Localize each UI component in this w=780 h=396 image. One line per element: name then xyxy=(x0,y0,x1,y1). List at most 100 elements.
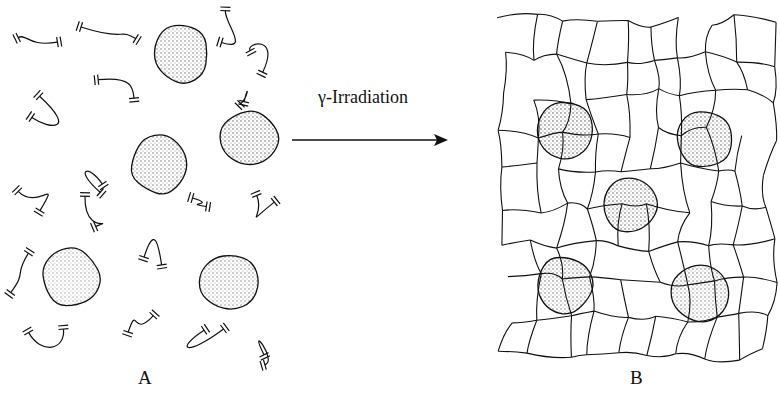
network-strand xyxy=(681,127,706,135)
vinyl-marker xyxy=(209,202,211,212)
network-strand xyxy=(497,14,537,18)
network-strand xyxy=(621,137,630,171)
vinyl-marker xyxy=(220,6,230,8)
vinyl-marker xyxy=(239,100,249,102)
network-strand xyxy=(594,311,629,317)
network-strand xyxy=(587,209,596,241)
network-strand xyxy=(678,242,709,246)
network-strand xyxy=(688,281,715,285)
vinyl-marker xyxy=(98,75,99,85)
network-strand xyxy=(733,206,742,245)
vinyl-marker xyxy=(58,325,68,327)
particle xyxy=(131,135,186,194)
vinyl-marker xyxy=(260,361,263,371)
network-strand xyxy=(508,274,541,277)
network-strand xyxy=(557,203,568,248)
vinyl-marker xyxy=(100,184,108,190)
network-strand xyxy=(712,15,734,26)
network-strand xyxy=(512,320,537,323)
particle xyxy=(199,256,258,310)
polymer-chain xyxy=(18,37,57,44)
polymer-chain xyxy=(250,44,268,72)
particle-outline xyxy=(671,265,729,322)
polymer-chain xyxy=(193,198,207,207)
network-strand xyxy=(775,22,776,67)
network-strand xyxy=(587,62,628,64)
network-strand xyxy=(563,20,598,22)
network-strand xyxy=(688,317,717,322)
network-strand xyxy=(590,241,597,277)
network-strand xyxy=(627,95,630,138)
vinyl-marker xyxy=(260,353,269,357)
network-strand xyxy=(498,130,502,167)
network-strand xyxy=(538,14,563,21)
network-strand xyxy=(557,241,597,249)
network-strand xyxy=(677,58,680,96)
network-strand xyxy=(762,175,765,207)
network-strand xyxy=(585,63,587,100)
crosslinked-network xyxy=(497,14,777,362)
network-strand xyxy=(676,353,705,359)
network-strand xyxy=(705,359,740,362)
network-strand xyxy=(621,169,650,172)
network-strand xyxy=(628,21,629,63)
network-strand xyxy=(527,353,571,358)
network-strand xyxy=(568,203,588,209)
vinyl-marker xyxy=(152,310,160,317)
network-strand xyxy=(709,244,734,246)
network-strand xyxy=(646,204,689,213)
network-strand xyxy=(768,283,777,316)
vinyl-marker xyxy=(188,192,191,202)
network-strand xyxy=(629,316,656,319)
network-strand xyxy=(530,240,541,274)
network-strand xyxy=(706,127,718,171)
network-strand xyxy=(527,320,537,353)
vinyl-marker xyxy=(122,334,132,337)
particle-stipple xyxy=(131,135,186,194)
vinyl-marker xyxy=(94,222,98,231)
polymer-chain xyxy=(222,11,236,45)
network-strand xyxy=(659,89,680,96)
network-strand xyxy=(734,15,737,62)
network-strand xyxy=(677,52,705,58)
vinyl-marker xyxy=(34,211,43,216)
network-strand xyxy=(502,240,530,245)
network-strand xyxy=(587,204,622,209)
network-strand xyxy=(537,163,541,213)
network-strand xyxy=(621,280,661,283)
network-strand xyxy=(619,317,629,352)
network-strand xyxy=(773,103,776,141)
particle-stipple xyxy=(538,257,593,313)
network-strand xyxy=(688,285,690,322)
particle-stipple xyxy=(677,112,731,167)
network-strand xyxy=(598,134,630,138)
network-strand xyxy=(657,89,659,128)
vinyl-marker xyxy=(206,202,208,212)
panel-label: A xyxy=(138,368,152,389)
network-strand xyxy=(705,317,718,359)
network-strand xyxy=(659,128,682,136)
network-strand xyxy=(660,282,688,286)
vinyl-marker xyxy=(258,70,267,74)
particle xyxy=(220,111,279,164)
network-strand xyxy=(627,89,659,95)
vinyl-marker xyxy=(80,192,90,193)
vinyl-marker xyxy=(60,37,62,47)
particle-stipple xyxy=(43,248,100,306)
vinyl-marker xyxy=(251,190,260,194)
vinyl-marker xyxy=(129,101,139,102)
network-strand xyxy=(596,241,618,246)
network-strand xyxy=(590,277,621,280)
network-strand xyxy=(649,242,678,252)
network-strand xyxy=(719,170,735,171)
vinyl-marker xyxy=(26,248,35,253)
network-strand xyxy=(733,239,775,245)
particle-outline xyxy=(220,111,279,164)
network-strand xyxy=(537,274,542,321)
particle-outline xyxy=(538,257,593,313)
vinyl-marker xyxy=(264,360,267,370)
network-strand xyxy=(618,246,649,252)
network-strand xyxy=(557,54,571,104)
network-strand xyxy=(715,277,744,281)
network-strand xyxy=(587,172,595,209)
